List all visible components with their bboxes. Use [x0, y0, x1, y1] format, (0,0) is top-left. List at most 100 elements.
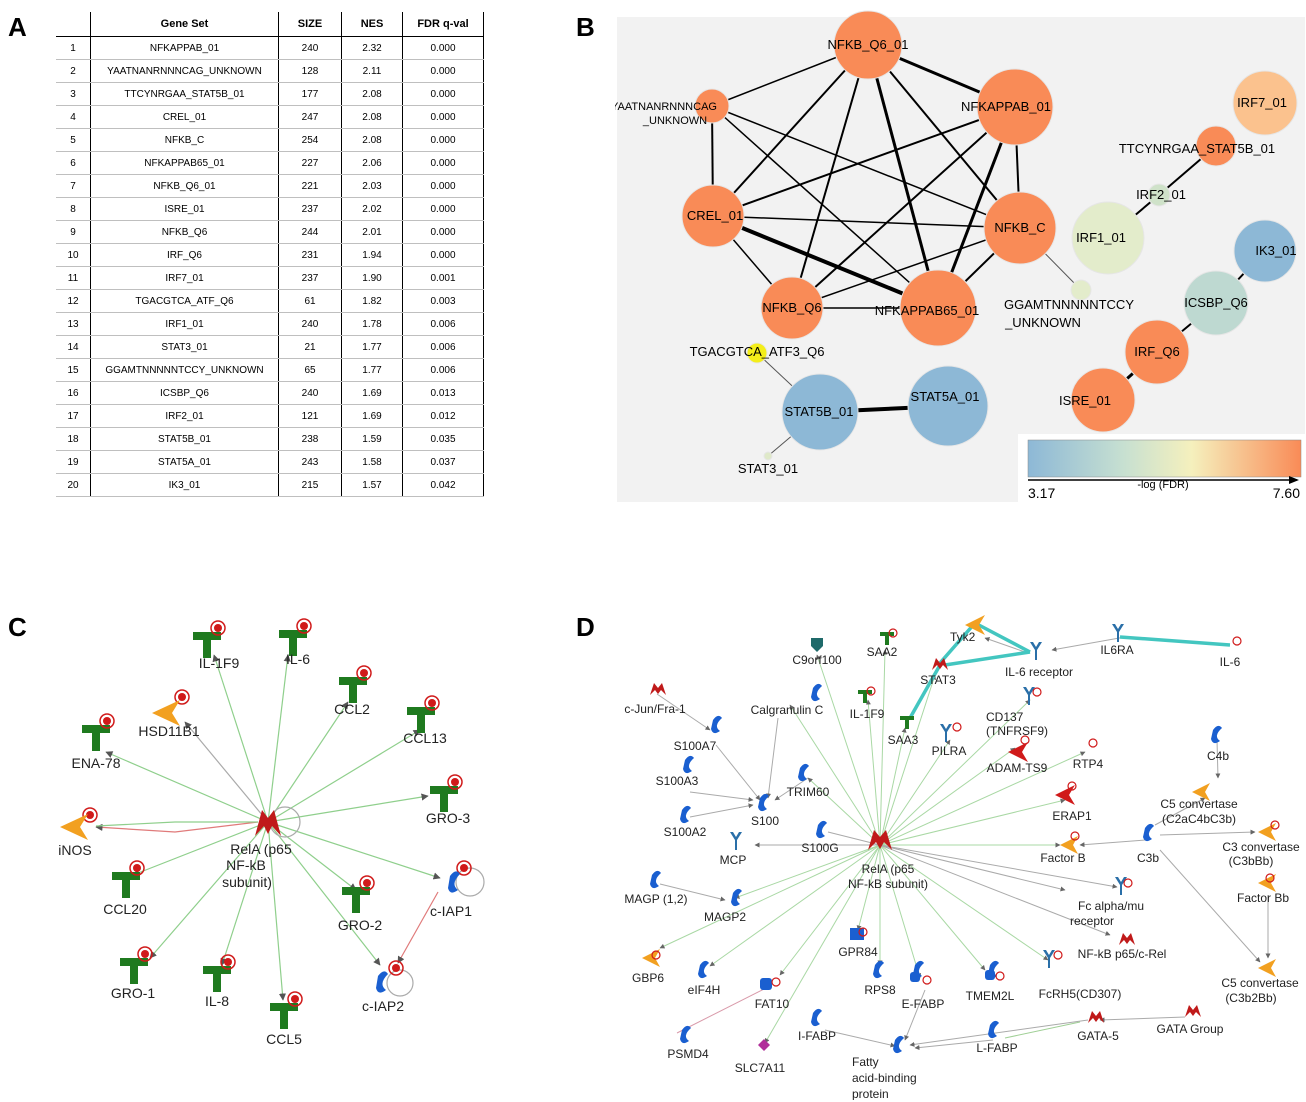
table-cell: 20	[56, 473, 91, 497]
node-label-nfkb-q6-01: NFKB_Q6_01	[828, 37, 909, 52]
node-label-nfkb-q6: NFKB_Q6	[762, 300, 821, 315]
table-cell: CREL_01	[90, 105, 279, 129]
rela-icon	[868, 830, 892, 850]
node-label-tgacgtca: TGACGTCA_ATF3_Q6	[690, 344, 825, 359]
table-cell: 244	[278, 220, 342, 244]
node-label-irf-q6: IRF_Q6	[1134, 344, 1180, 359]
table-cell: 10	[56, 243, 91, 267]
rela-icon	[255, 810, 281, 836]
table-cell: 0.000	[402, 128, 484, 152]
table-cell: 0.042	[402, 473, 484, 497]
table-cell: 2	[56, 59, 91, 83]
table-cell: 231	[278, 243, 342, 267]
table-cell: 2.06	[341, 151, 403, 175]
table-cell: 0.037	[402, 450, 484, 474]
node-label-yaat-unknown: _UNKNOWN	[642, 115, 707, 127]
node-label-gata5: GATA-5	[1077, 1029, 1119, 1043]
down-arrow-icon	[811, 638, 823, 652]
node-label-rela-1: RelA (p65	[862, 862, 915, 876]
table-cell: 0.000	[402, 82, 484, 106]
node-label-ccl20: CCL20	[103, 901, 147, 917]
node-label-fcrh5: FcRH5(CD307)	[1039, 987, 1122, 1001]
table-cell: 1.77	[341, 358, 403, 382]
table-cell: 1.94	[341, 243, 403, 267]
node-label-ccl5: CCL5	[266, 1031, 302, 1047]
network-nodes	[681, 10, 1298, 461]
table-cell: 9	[56, 220, 91, 244]
network-labels: C9orf100 SAA2 Tyk2 STAT3 IL-6 receptor I…	[624, 630, 1300, 1100]
legend-min: 3.17	[1028, 485, 1055, 501]
node-label-c3b: C3b	[1137, 851, 1159, 865]
protein-icon	[448, 871, 460, 893]
table-cell: 0.003	[402, 289, 484, 313]
node-label-crel-01: CREL_01	[687, 208, 743, 223]
node-label-pilra: PILRA	[932, 744, 967, 758]
node-label-inos: iNOS	[58, 842, 91, 858]
node-label-stat3-01: STAT3_01	[738, 461, 798, 476]
node-label-irf1-01: IRF1_01	[1076, 230, 1126, 245]
node-label-icsbp-q6: ICSBP_Q6	[1184, 295, 1248, 310]
node-label-erap1: ERAP1	[1052, 809, 1092, 823]
table-cell: 0.000	[402, 197, 484, 221]
table-cell: 215	[278, 473, 342, 497]
table-cell: 17	[56, 404, 91, 428]
table-cell: 1	[56, 36, 91, 60]
table-header: NES	[341, 12, 403, 37]
table-cell: 18	[56, 427, 91, 451]
node-label-fabp-3: protein	[852, 1087, 889, 1100]
enzyme-icon	[60, 814, 88, 840]
protein-icon	[376, 971, 388, 993]
node-label-factorbb: Factor Bb	[1237, 891, 1289, 905]
color-legend: 3.17 -log (FDR) 7.60	[1018, 434, 1305, 502]
table-cell: 2.08	[341, 128, 403, 152]
node-label-eif4h: eIF4H	[688, 983, 721, 997]
node-label-rps8: RPS8	[864, 983, 896, 997]
node-label-fcalpha2: receptor	[1070, 914, 1114, 928]
table-cell: 15	[56, 358, 91, 382]
node-label-rela-2: NF-kB subunit)	[848, 877, 928, 891]
table-cell: 0.006	[402, 335, 484, 359]
table-cell: 0.012	[402, 404, 484, 428]
node-label-c5conv1a: C5 convertase	[1160, 797, 1238, 811]
table-header: SIZE	[278, 12, 342, 37]
table-cell: IRF7_01	[90, 266, 279, 290]
table-cell: NFKAPPAB65_01	[90, 151, 279, 175]
node-label-gro2: GRO-2	[338, 917, 383, 933]
node-label-gpr84: GPR84	[838, 945, 878, 959]
node-label-ccl13: CCL13	[403, 730, 447, 746]
table-cell: 1.82	[341, 289, 403, 313]
table-cell: IRF1_01	[90, 312, 279, 336]
node-label-psmd4: PSMD4	[667, 1047, 709, 1061]
table-cell: 0.000	[402, 36, 484, 60]
cytokine-icon	[82, 630, 458, 1029]
node-label-rela-2: NF-kB	[226, 857, 266, 873]
table-cell: 7	[56, 174, 91, 198]
gene-set-network: NFKB_Q6_01 YAATNANRNNNCAG _UNKNOWN NFKAP…	[615, 10, 1305, 502]
table-cell: 0.006	[402, 312, 484, 336]
receptor-icon	[730, 624, 1127, 968]
node-label-ccl2: CCL2	[334, 701, 370, 717]
table-cell: 237	[278, 266, 342, 290]
node-label-stat5a-01: STAT5A_01	[911, 389, 980, 404]
table-cell: 2.32	[341, 36, 403, 60]
table-cell: 2.11	[341, 59, 403, 83]
node-label-nfkappab65-01: NFKAPPAB65_01	[875, 303, 980, 318]
table-cell: GGAMTNNNNNTCCY_UNKNOWN	[90, 358, 279, 382]
node-label-gro1: GRO-1	[111, 985, 156, 1001]
table-cell: 240	[278, 381, 342, 405]
node-label-ciap2: c-IAP2	[362, 998, 404, 1014]
node-label-rela-1: RelA (p65	[230, 841, 292, 857]
table-cell: 247	[278, 105, 342, 129]
